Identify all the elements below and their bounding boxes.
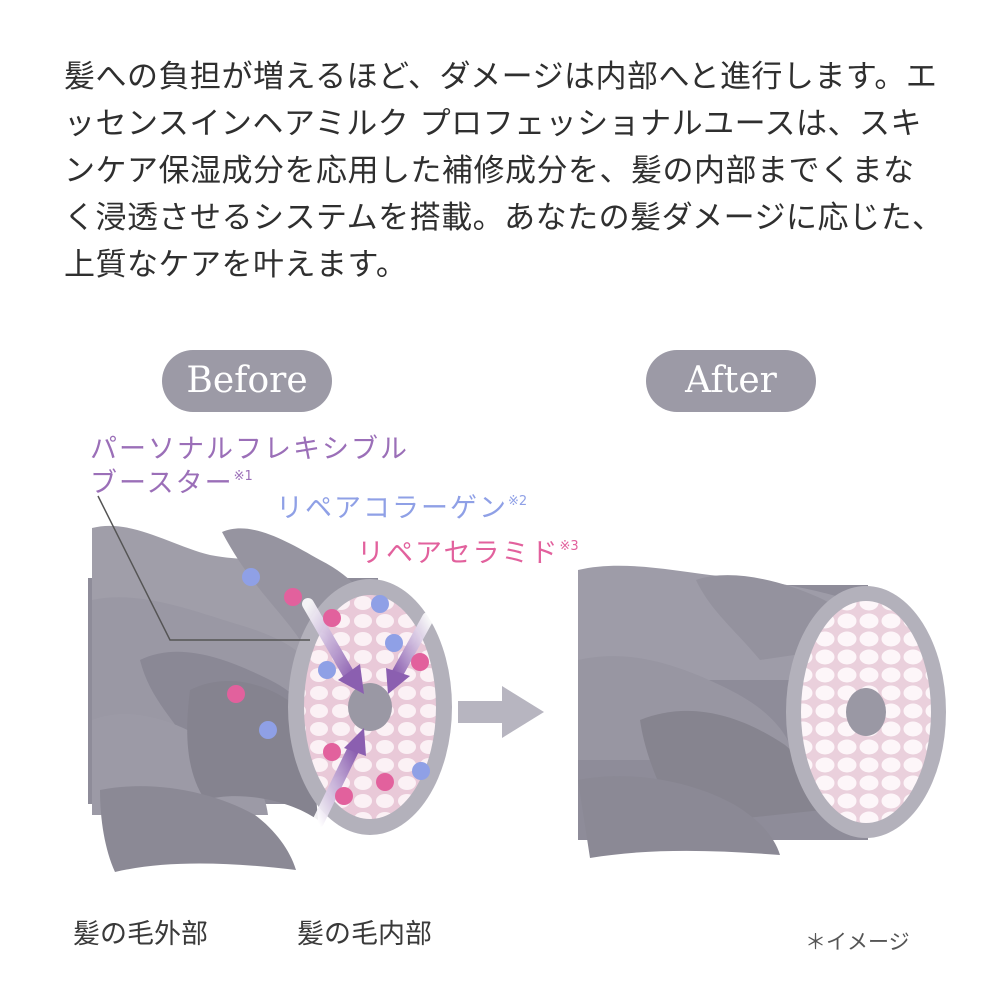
before-hair-strand [88,525,452,872]
ceramide-label: リペアセラミド※3 [357,538,579,569]
ceramide-footnote-mark: ※3 [559,539,579,554]
ceramide-dots [227,588,429,805]
intro-paragraph: 髪への負担が増えるほど、ダメージは内部へと進行します。エッセンスインヘアミルク … [64,59,944,283]
booster-footnote-mark: ※1 [233,469,253,484]
after-badge: After [646,350,816,412]
booster-pointer-line [97,495,310,641]
before-badge: Before [162,350,332,412]
transition-arrow-icon [458,686,544,738]
booster-label-line2: ブースター※1 [90,468,253,499]
collagen-dots [242,568,430,780]
image-note: ＊イメージ [805,930,910,954]
inner-hair-label: 髪の毛内部 [297,919,432,950]
after-hair-strand [578,565,946,858]
outer-hair-label: 髪の毛外部 [73,919,208,950]
collagen-label: リペアコラーゲン※2 [276,493,528,524]
penetration-arrows [302,598,434,828]
collagen-footnote-mark: ※2 [508,494,528,509]
booster-label-line1: パーソナルフレキシブル [90,434,409,465]
